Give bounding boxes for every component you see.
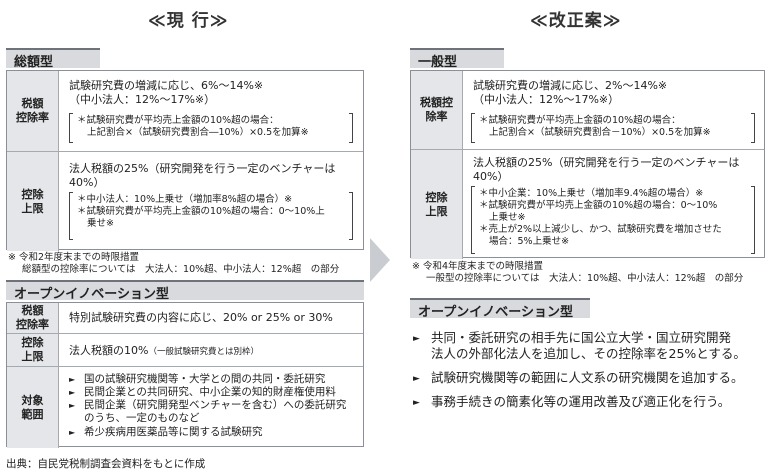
row-label: 控除上限 — [7, 152, 59, 251]
current-limit-note: ＊中小法人：10%上乗せ（増加率8%超の場合）※ ＊試験研究費が平均売上金額の1… — [77, 194, 325, 229]
current-limit-text: 法人税額の25%（研究開発を行う一定のベンチャーは40%） — [69, 162, 336, 189]
oi-scope-item: ► 民間企業（研究開発型ベンチャーを含む）への委託研究 のうち、一定のものなど — [69, 399, 347, 424]
proposal-oi-item: ► 共同・委託研究の相手先に国公立大学・国立研究開発 法人の外部化法人を追加し、… — [413, 330, 746, 361]
proposal-limit-note: ＊中小企業：10%上乗せ（増加率9.4%超の場合）※ ＊試験研究費が平均売上金額… — [479, 188, 722, 247]
row-label: 税額控除率 — [411, 71, 463, 149]
proposal-credit-rate-text: 試験研究費の増減に応じ、2%～14%※ （中小法人：12%～17%※） — [473, 79, 668, 106]
oi-scope-item: ► 民間企業との共同研究、中小企業の知的財産権使用料 — [69, 386, 336, 398]
row-label: 税額控除率 — [7, 303, 59, 333]
current-total-type-header: 総額型 — [6, 48, 100, 70]
proposal-limit-text: 法人税額の25%（研究開発を行う一定のベンチャーは 40%） — [473, 156, 740, 183]
oi-credit-rate-row: 税額控除率 特別試験研究費の内容に応じ、20% or 25% or 30% — [7, 303, 363, 333]
current-credit-rate-note: ＊試験研究費が平均売上金額の10%超の場合： 上記割合×（試験研究費割合―10%… — [77, 115, 309, 138]
current-credit-rate-text: 試験研究費の増減に応じ、6%～14%※ （中小法人：12%～17%※） — [69, 79, 264, 106]
row-label: 対象範囲 — [7, 367, 59, 448]
proposal-credit-rate-note: ＊試験研究費が平均売上金額の10%超の場合： 上記割合×（試験研究費割合－10%… — [479, 115, 711, 138]
proposal-general-type-header: 一般型 — [410, 48, 504, 70]
proposal-oi-item: ► 試験研究機関等の範囲に人文系の研究機関を追加する。 — [413, 370, 744, 385]
current-column-title: ≪現 行≫ — [148, 11, 229, 31]
transition-arrow — [370, 238, 390, 282]
proposal-open-innovation-header: オープンイノベーション型 — [410, 298, 590, 320]
current-open-innovation-table: 税額控除率 特別試験研究費の内容に応じ、20% or 25% or 30% 控除… — [6, 302, 364, 448]
current-open-innovation-header: オープンイノベーション型 — [6, 280, 364, 302]
current-limit-row: 控除上限 法人税額の25%（研究開発を行う一定のベンチャーは40%） ＊中小法人… — [7, 151, 363, 251]
proposal-column-title: ≪改正案≫ — [530, 11, 622, 31]
oi-limit-text: 法人税額の10%（一般試験研究費とは別枠） — [69, 344, 259, 357]
oi-credit-rate-text: 特別試験研究費の内容に応じ、20% or 25% or 30% — [69, 311, 333, 324]
proposal-footnote: ※ 令和4年度末までの時限措置 一般型の控除率については 大法人：10%超、中小… — [412, 261, 744, 284]
oi-scope-row: 対象範囲 ► 国の試験研究機関等・大学との間の共同・委託研究 ► 民間企業との共… — [7, 366, 363, 448]
oi-scope-item: ► 国の試験研究機関等・大学との間の共同・委託研究 — [69, 373, 326, 385]
proposal-oi-item: ► 事務手続きの簡素化等の運用改善及び適正化を行う。 — [413, 394, 731, 409]
current-footnote: ※ 令和2年度末までの時限措置 総額型の控除率については 大法人：10%超、中小… — [8, 252, 340, 275]
proposal-limit-row: 控除上限 法人税額の25%（研究開発を行う一定のベンチャーは 40%） ＊中小企… — [411, 149, 764, 259]
row-label: 税額控除率 — [7, 71, 59, 151]
row-label: 控除上限 — [7, 334, 59, 366]
current-credit-rate-row: 税額控除率 試験研究費の増減に応じ、6%～14%※ （中小法人：12%～17%※… — [7, 71, 363, 151]
proposal-general-type-table: 税額控除率 試験研究費の増減に応じ、2%～14%※ （中小法人：12%～17%※… — [410, 70, 765, 259]
source-note: 出典：自民党税制調査会資料をもとに作成 — [6, 458, 206, 470]
current-total-type-table: 税額控除率 試験研究費の増減に応じ、6%～14%※ （中小法人：12%～17%※… — [6, 70, 364, 251]
oi-scope-item: ► 希少疾病用医薬品等に関する試験研究 — [69, 426, 263, 438]
proposal-credit-rate-row: 税額控除率 試験研究費の増減に応じ、2%～14%※ （中小法人：12%～17%※… — [411, 71, 764, 149]
row-label: 控除上限 — [411, 150, 463, 259]
oi-limit-row: 控除上限 法人税額の10%（一般試験研究費とは別枠） — [7, 333, 363, 366]
